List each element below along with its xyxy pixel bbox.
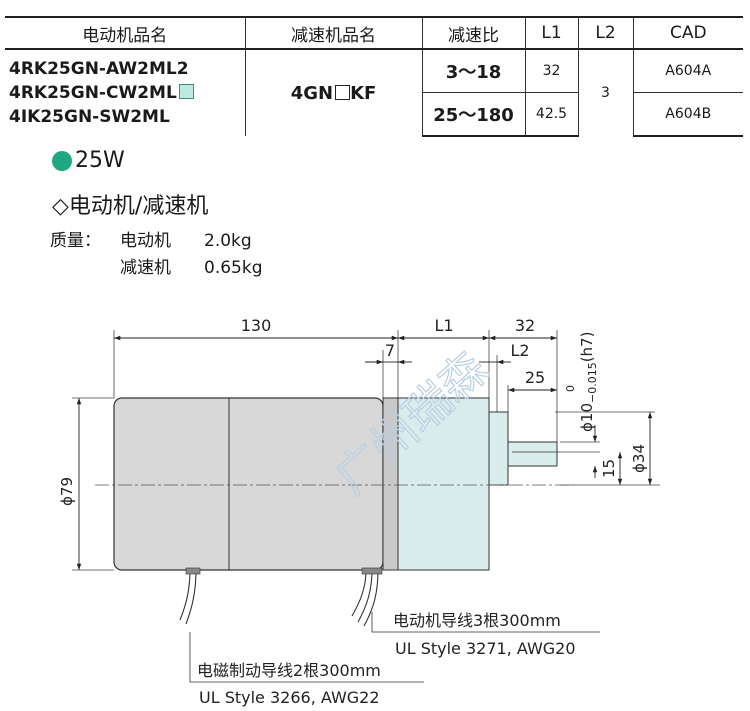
table-row: 4RK25GN-AW2ML2 4RK25GN-CW2ML 4IK25GN-SW2… bbox=[5, 49, 743, 136]
mass-item-name: 减速机 bbox=[120, 258, 171, 278]
motor-model-2: 4RK25GN-CW2ML bbox=[9, 83, 177, 103]
output-shaft bbox=[507, 441, 558, 467]
gearhead-model: 4GN bbox=[290, 82, 334, 104]
dim-130: 130 bbox=[241, 316, 272, 335]
l1-cell: 42.5 bbox=[524, 92, 578, 137]
dim-7: 7 bbox=[385, 341, 395, 360]
placeholder-box-icon bbox=[178, 84, 194, 99]
col-gearhead-model: 减速机品名 bbox=[244, 16, 422, 50]
gearhead-model-cell: 4GN KF bbox=[244, 49, 422, 136]
col-cad: CAD bbox=[632, 16, 743, 50]
mass-item-value: 2.0kg bbox=[204, 231, 252, 251]
dim-l2: L2 bbox=[510, 341, 529, 360]
ratio-cell: 25～180 bbox=[421, 92, 525, 137]
motor-model-1: 4RK25GN-AW2ML2 bbox=[9, 59, 189, 79]
lead1-spec: UL Style 3271, AWG20 bbox=[395, 639, 576, 658]
lead1-title: 电动机导线3根300mm bbox=[393, 611, 561, 630]
lead2-spec: UL Style 3266, AWG22 bbox=[199, 688, 380, 707]
l1-cell: 32 bbox=[524, 49, 578, 93]
section-title: ◇电动机/减速机 bbox=[52, 194, 209, 219]
dim-25: 25 bbox=[525, 368, 545, 387]
motor-model-3: 4IK25GN-SW2ML bbox=[9, 107, 170, 127]
power-heading: 25W bbox=[52, 148, 125, 173]
mass-block: 质量： 电动机 2.0kg 减速机 0.65kg bbox=[50, 228, 263, 282]
gearhead-boss bbox=[488, 411, 509, 486]
col-l2: L2 bbox=[577, 16, 633, 50]
motor-model-cell: 4RK25GN-AW2ML2 4RK25GN-CW2ML 4IK25GN-SW2… bbox=[5, 49, 245, 136]
mass-item-value: 0.65kg bbox=[204, 258, 263, 278]
power-label: 25W bbox=[75, 148, 125, 173]
dim-32: 32 bbox=[515, 316, 535, 335]
placeholder-box-icon bbox=[335, 84, 351, 100]
mass-row: 减速机 0.65kg bbox=[50, 255, 263, 282]
table-row: 25～180 42.5 A604B bbox=[5, 92, 743, 137]
cad-cell: A604B bbox=[632, 92, 743, 137]
col-motor-model: 电动机品名 bbox=[5, 16, 245, 50]
ratio-cell: 3～18 bbox=[421, 49, 525, 93]
lead2-title: 电磁制动导线2根300mm bbox=[197, 661, 381, 680]
dim-79: ϕ79 bbox=[58, 477, 76, 506]
gearhead-body bbox=[397, 397, 490, 571]
dim-shaft-diameter: ϕ10−0.015(h7) bbox=[578, 332, 599, 432]
mass-row: 质量： 电动机 2.0kg bbox=[50, 228, 263, 255]
col-l1: L1 bbox=[524, 16, 578, 50]
green-dot-icon bbox=[52, 150, 72, 171]
table-header-row: 电动机品名 减速机品名 减速比 L1 L2 CAD bbox=[5, 16, 743, 50]
dim-34: ϕ34 bbox=[630, 444, 648, 473]
dim-15: 15 bbox=[600, 459, 618, 478]
spec-table: 电动机品名 减速机品名 减速比 L1 L2 CAD 4RK25GN-AW2ML2… bbox=[5, 16, 743, 137]
dim-l1: L1 bbox=[434, 316, 453, 335]
gearhead-suffix: KF bbox=[350, 82, 377, 104]
cad-cell: A604A bbox=[632, 49, 743, 93]
mass-label: 质量： bbox=[50, 231, 101, 251]
l2-cell: 3 bbox=[577, 49, 633, 136]
col-ratio: 减速比 bbox=[421, 16, 525, 50]
motor-model-2-line: 4RK25GN-CW2ML bbox=[9, 81, 244, 105]
dim-shaft-tol-upper: 0 bbox=[564, 385, 577, 392]
mass-item-name: 电动机 bbox=[120, 231, 171, 251]
